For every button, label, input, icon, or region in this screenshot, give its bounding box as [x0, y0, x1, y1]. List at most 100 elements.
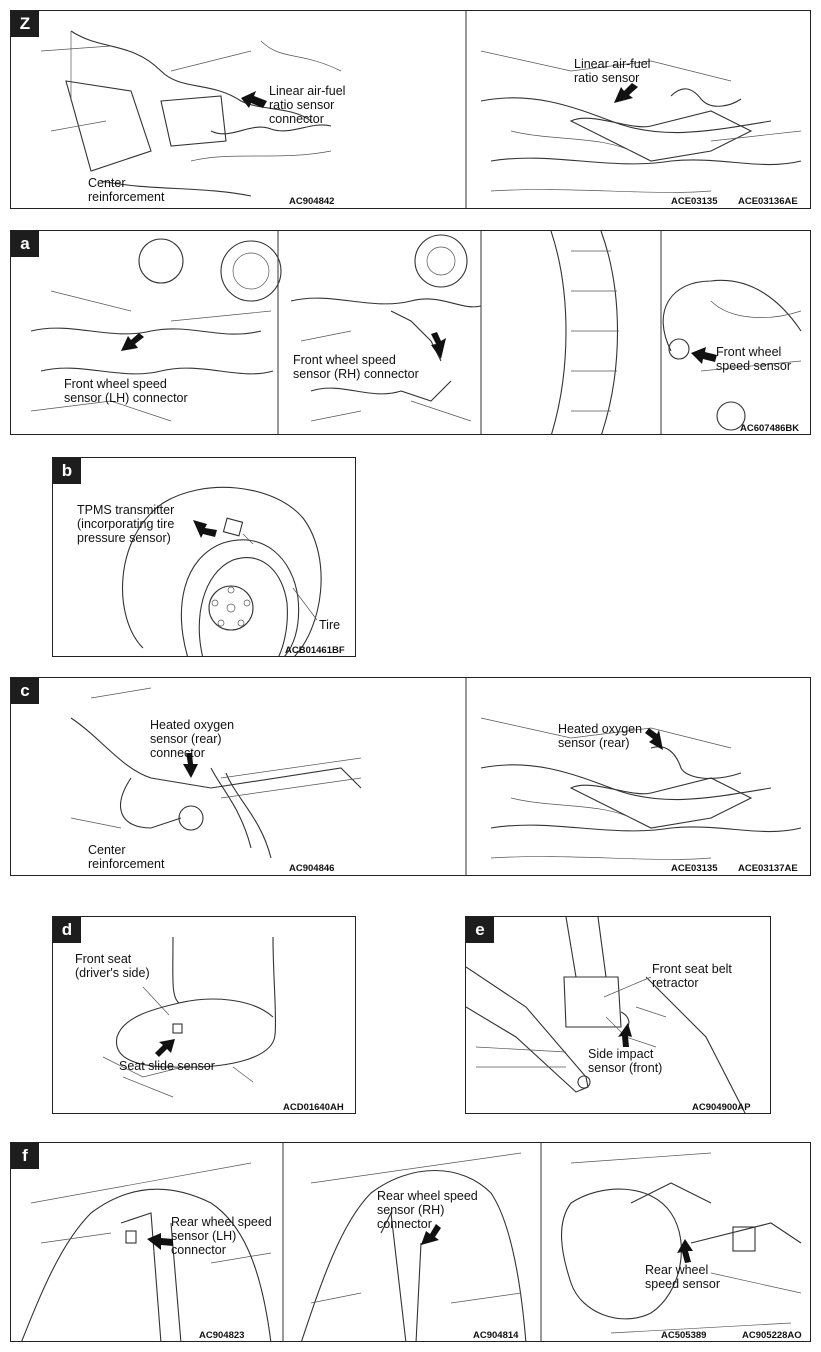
arrow-lh-connector	[121, 333, 144, 351]
figure-code: AC904823	[199, 1330, 245, 1341]
label-line: sensor (front)	[588, 1061, 663, 1075]
label-line: Linear air-fuel	[269, 84, 346, 98]
arrow-seat-slide-sensor	[155, 1039, 175, 1057]
label-line: (driver's side)	[75, 966, 150, 980]
label-line: Rear wheel speed	[377, 1189, 478, 1203]
arrow-heated-o2-connector	[183, 753, 198, 778]
label-line: Center	[88, 176, 126, 190]
label-front-wheel-rh-connector: Front wheel speed sensor (RH) connector	[293, 353, 419, 381]
arrow-rear-rh-connector	[421, 1224, 441, 1245]
label-heated-o2-connector: Heated oxygen sensor (rear) connector	[150, 718, 234, 760]
panel-tag: e	[466, 917, 494, 943]
front-wheel-sensor-illustration	[30, 231, 802, 434]
label-front-seat-belt-retractor: Front seat belt retractor	[652, 962, 732, 990]
arrow-rear-lh-connector	[147, 1233, 173, 1250]
label-line: pressure sensor)	[77, 531, 171, 545]
label-line: sensor (RH) connector	[293, 367, 419, 381]
tire-illustration	[121, 486, 322, 656]
figure-code: AC904900AP	[692, 1102, 751, 1113]
label-line: Front seat	[75, 952, 132, 966]
label-line: Front wheel speed	[64, 377, 167, 391]
label-line: Front wheel	[716, 345, 782, 359]
label-line: speed sensor	[716, 359, 792, 373]
figure-code: AC905228AO	[742, 1330, 802, 1341]
label-line: sensor (LH) connector	[64, 391, 188, 405]
b-pillar-illustration	[466, 917, 746, 1113]
figure-code: AC607486BK	[740, 423, 800, 434]
seat-illustration	[102, 936, 277, 1098]
seat-slide-sensor-shape	[172, 1023, 183, 1034]
label-line: retractor	[652, 976, 699, 990]
label-line: Front wheel speed	[293, 353, 396, 367]
panel-z: Z Linear air-fuel ratio sensor connector…	[10, 10, 811, 209]
arrow-tpms	[193, 520, 217, 538]
panel-tag: f	[11, 1143, 39, 1169]
label-seat-slide-sensor: Seat slide sensor	[119, 1059, 215, 1073]
label-line: reinforcement	[88, 857, 165, 871]
label-line: Front seat belt	[652, 962, 732, 976]
panel-b: b TPMS transmitter (incorporating tire p…	[52, 457, 356, 657]
label-line: Heated oxygen	[558, 722, 643, 736]
label-heated-o2-sensor: Heated oxygen sensor (rear)	[558, 722, 642, 750]
label-line: sensor (rear)	[558, 736, 630, 750]
figure-code: ACE03135	[671, 196, 718, 207]
label-line: sensor (RH)	[377, 1203, 445, 1217]
panel-tag: b	[53, 458, 81, 484]
label-line: ratio sensor	[574, 71, 640, 85]
label-line: (incorporating tire	[77, 517, 175, 531]
label-line: Rear wheel speed	[171, 1215, 272, 1229]
panel-f: f Rear wheel speed sensor (LH) connector…	[10, 1142, 811, 1342]
panel-e: e Front seat belt retractor Side impact …	[465, 916, 771, 1114]
label-line: Side impact	[588, 1047, 654, 1061]
label-line: sensor (LH)	[171, 1229, 237, 1243]
arrow-rear-wheel-sensor	[677, 1239, 693, 1263]
label-center-reinforcement: Center reinforcement	[88, 843, 164, 871]
label-tpms-transmitter: TPMS transmitter (incorporating tire pre…	[77, 503, 174, 545]
panel-d: d Front seat (driver's side) Seat slide …	[52, 916, 356, 1114]
figure-code: ACB01461BF	[285, 645, 345, 656]
panel-tag: c	[11, 678, 39, 704]
label-front-wheel-speed-sensor: Front wheel speed sensor	[716, 345, 791, 373]
label-linear-af-connector: Linear air-fuel ratio sensor connector	[269, 84, 345, 126]
arrow-rh-connector	[431, 332, 446, 359]
figure-code: AC505389	[661, 1330, 707, 1341]
label-line: sensor (rear)	[150, 732, 222, 746]
label-rear-wheel-rh-connector: Rear wheel speed sensor (RH) connector	[377, 1189, 478, 1231]
panel-a: a Front wheel speed sensor (LH) connecto…	[10, 230, 811, 435]
label-tire: Tire	[319, 618, 341, 632]
label-line: TPMS transmitter	[77, 503, 175, 517]
label-line: ratio sensor	[269, 98, 335, 112]
figure-code: AC904846	[289, 863, 335, 874]
exhaust-illustration	[70, 678, 802, 875]
label-line: reinforcement	[88, 190, 165, 204]
arrow-side-impact-sensor	[618, 1023, 632, 1047]
label-line: connector	[377, 1217, 432, 1231]
figure-code: ACE03135	[671, 863, 718, 874]
figure-code: AC904842	[289, 196, 335, 207]
tpms-transmitter-shape	[222, 517, 244, 537]
arrow-sensor	[614, 83, 638, 103]
label-center-reinforcement: Center reinforcement	[88, 176, 164, 204]
label-rear-wheel-speed-sensor: Rear wheel speed sensor	[645, 1263, 720, 1291]
panel-c: c Heated oxygen sensor (rear) connector …	[10, 677, 811, 876]
panel-tag: d	[53, 917, 81, 943]
label-line: Rear wheel	[645, 1263, 709, 1277]
arrow-connector	[241, 91, 267, 108]
figure-code: ACE03136AE	[738, 196, 798, 207]
label-front-seat: Front seat (driver's side)	[75, 952, 150, 980]
label-line: Center	[88, 843, 126, 857]
label-line: connector	[269, 112, 324, 126]
panel-tag: Z	[11, 11, 39, 37]
label-linear-af-sensor: Linear air-fuel ratio sensor	[574, 57, 650, 85]
label-line: speed sensor	[645, 1277, 721, 1291]
label-line: Heated oxygen	[150, 718, 235, 732]
figure-code: ACD01640AH	[283, 1102, 344, 1113]
label-line: Linear air-fuel	[574, 57, 651, 71]
figure-code: ACE03137AE	[738, 863, 798, 874]
rear-wheel-sensor-illustration	[21, 1143, 802, 1341]
label-line: connector	[150, 746, 205, 760]
label-line: connector	[171, 1243, 226, 1257]
panel-tag: a	[11, 231, 39, 257]
label-front-wheel-lh-connector: Front wheel speed sensor (LH) connector	[64, 377, 188, 405]
arrow-front-sensor	[691, 347, 717, 364]
